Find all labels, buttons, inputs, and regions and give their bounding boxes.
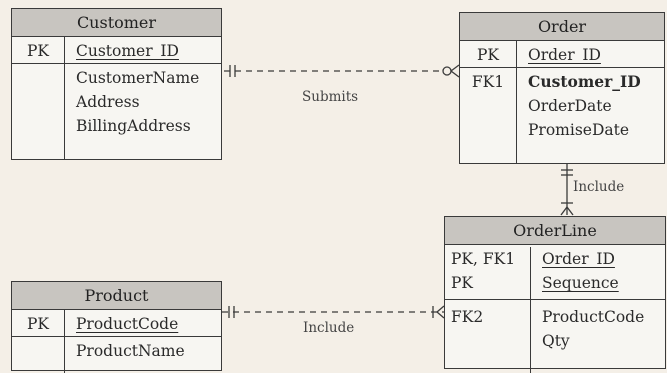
order-row: FK1 Customer_ID bbox=[460, 70, 664, 94]
order-date-attr: OrderDate bbox=[528, 94, 612, 118]
orderline-title: OrderLine bbox=[445, 217, 665, 245]
product-pk-key: PK bbox=[12, 312, 64, 336]
customer-attributes: PK Customer_ID CustomerName Address Bill… bbox=[12, 37, 221, 160]
orderline-order-id-attr: Order_ID bbox=[542, 247, 615, 271]
product-attributes: PK ProductCode ProductName bbox=[12, 310, 221, 373]
customer-row: Address bbox=[12, 90, 221, 114]
order-include-crowfoot-2 bbox=[567, 207, 573, 215]
product-row: ProductName bbox=[12, 339, 221, 363]
order-customer-id-attr: Customer_ID bbox=[528, 70, 641, 94]
orderline-row: PK, FK1 Order_ID bbox=[445, 247, 665, 271]
product-code-attr: ProductCode bbox=[76, 312, 178, 336]
orderline-row: Qty bbox=[445, 329, 665, 353]
customer-pk-key: PK bbox=[12, 39, 64, 63]
customer-address-attr: Address bbox=[76, 90, 140, 114]
order-row: PK Order_ID bbox=[460, 43, 664, 67]
orderline-qty-attr: Qty bbox=[542, 329, 570, 353]
customer-row: PK Customer_ID bbox=[12, 39, 221, 63]
submits-zero-circle bbox=[443, 67, 451, 75]
customer-entity: Customer PK Customer_ID CustomerName Add… bbox=[11, 8, 222, 160]
customer-row: CustomerName bbox=[12, 66, 221, 90]
product-include-label: Include bbox=[303, 320, 354, 336]
order-title: Order bbox=[460, 13, 664, 41]
order-include-crowfoot-1 bbox=[561, 207, 567, 215]
order-pk-key: PK bbox=[460, 43, 516, 67]
orderline-pkfk1-key: PK, FK1 bbox=[445, 247, 536, 271]
submits-crowfoot-2 bbox=[451, 71, 459, 77]
submits-label: Submits bbox=[302, 89, 358, 105]
order-promise-date-attr: PromiseDate bbox=[528, 118, 629, 142]
customer-billing-attr: BillingAddress bbox=[76, 114, 191, 138]
orderline-product-code-attr: ProductCode bbox=[542, 305, 644, 329]
order-entity: Order PK Order_ID FK1 Customer_ID OrderD… bbox=[459, 12, 665, 164]
customer-id-attr: Customer_ID bbox=[76, 39, 179, 63]
orderline-pk-key: PK bbox=[445, 271, 536, 295]
order-row: PromiseDate bbox=[460, 118, 664, 142]
order-id-attr: Order_ID bbox=[528, 43, 601, 67]
order-row: OrderDate bbox=[460, 94, 664, 118]
submits-crowfoot-1 bbox=[451, 65, 459, 71]
product-include-crowfoot-1 bbox=[437, 306, 444, 312]
product-row: PK ProductCode bbox=[12, 312, 221, 336]
product-include-crowfoot-2 bbox=[437, 312, 444, 318]
orderline-fk2-key: FK2 bbox=[445, 305, 536, 329]
orderline-row: PK Sequence bbox=[445, 271, 665, 295]
customer-title: Customer bbox=[12, 9, 221, 37]
customer-row: BillingAddress bbox=[12, 114, 221, 138]
orderline-sequence-attr: Sequence bbox=[542, 271, 619, 295]
orderline-row: FK2 ProductCode bbox=[445, 305, 665, 329]
orderline-entity: OrderLine PK, FK1 Order_ID PK Sequence F… bbox=[444, 216, 666, 369]
customer-name-attr: CustomerName bbox=[76, 66, 199, 90]
order-attributes: PK Order_ID FK1 Customer_ID OrderDate Pr… bbox=[460, 41, 664, 164]
order-fk1-key: FK1 bbox=[460, 70, 516, 94]
product-entity: Product PK ProductCode ProductName bbox=[11, 281, 222, 371]
orderline-attributes: PK, FK1 Order_ID PK Sequence FK2 Product… bbox=[445, 247, 665, 373]
order-include-label: Include bbox=[573, 179, 624, 195]
product-title: Product bbox=[12, 282, 221, 310]
product-name-attr: ProductName bbox=[76, 339, 185, 363]
